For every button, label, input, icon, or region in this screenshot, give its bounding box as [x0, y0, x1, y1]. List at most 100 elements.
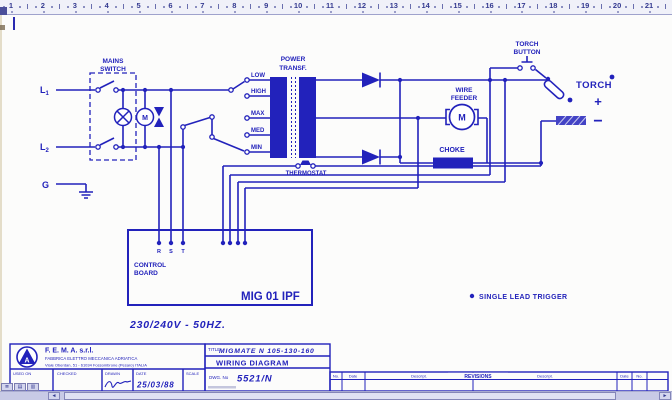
label-torch-button-1: TORCH [516, 41, 539, 48]
label-l1: L1 [40, 85, 50, 97]
rev-col-date-left: Date [349, 374, 358, 379]
label-control-board-2: BOARD [134, 270, 158, 277]
rev-col-descr-left: Descript. [411, 374, 427, 379]
ruler-tick [314, 4, 316, 9]
scrollbar-thumb[interactable] [64, 392, 616, 400]
scroll-left-button[interactable]: ◄ [48, 392, 60, 400]
ruler-number: 18 [549, 1, 558, 10]
rev-col-descr-right: Descript. [537, 374, 553, 379]
note-single-lead-trigger: SINGLE LEAD TRIGGER [479, 294, 568, 301]
smudge-text [208, 386, 236, 389]
ruler-tick [481, 6, 484, 8]
ruler-tick [537, 4, 539, 9]
ruler-tick [649, 11, 651, 13]
ruler-tick [274, 6, 277, 8]
transformer-secondary [299, 77, 316, 158]
horizontal-scrollbar[interactable]: ◄ ► [0, 391, 672, 400]
ruler-tick [42, 11, 45, 13]
ruler-tick [449, 6, 452, 8]
ruler-tick [401, 6, 404, 8]
ruler-tick [393, 11, 396, 13]
ruler-tick [369, 6, 372, 8]
label-drawn: DRAWN [105, 371, 120, 376]
view-normal-button[interactable]: ≣ [1, 383, 13, 391]
ruler-tick [27, 4, 28, 9]
label-torch-plus: + [594, 94, 602, 109]
ruler-tick [473, 4, 475, 9]
ruler-tick [593, 6, 596, 8]
ruler-tick [377, 4, 379, 9]
label-terminal-t: T [181, 249, 185, 255]
ruler-tick [417, 6, 420, 8]
label-tap-min: MIN [251, 145, 262, 151]
ruler-tick [82, 6, 85, 8]
ruler-tick [665, 4, 666, 9]
ruler-tick [186, 4, 188, 9]
label-feeder-motor-m: M [458, 113, 466, 123]
ruler-tick [553, 11, 556, 13]
ruler-tick [58, 4, 60, 9]
label-power-transf-2: TRANSF. [279, 65, 307, 72]
label-torch-button-2: BUTTON [514, 49, 541, 56]
ruler-tick [609, 6, 612, 8]
label-used-on: USED ON [13, 371, 31, 376]
ruler-number: 4 [104, 1, 109, 10]
ruler-tick [258, 6, 261, 8]
ruler-number: 10 [293, 1, 303, 10]
svg-text:A: A [24, 358, 29, 365]
ruler-tick [194, 6, 197, 8]
ruler-tick [306, 6, 309, 8]
ruler-tick [385, 6, 388, 8]
ruler-indent-marker[interactable] [0, 7, 7, 15]
label-terminal-s: S [169, 249, 173, 255]
company-subname: FABBRICA ELETTRO MECCANICA ADRIATICA [45, 356, 137, 361]
label-wire-feeder-1: WIRE [456, 87, 474, 94]
ruler-number: 8 [232, 1, 237, 10]
scroll-right-button[interactable]: ► [659, 392, 671, 400]
ruler-tick [330, 11, 332, 13]
ruler-number: 19 [581, 1, 590, 10]
label-tap-max: MAX [251, 111, 264, 117]
ruler-tick [282, 4, 284, 9]
ruler-number: 2 [40, 1, 45, 10]
ruler-tick [657, 6, 659, 8]
trigger-note-bullet [469, 293, 475, 299]
label-torch: TORCH [576, 80, 612, 91]
ruler-tick [226, 6, 229, 8]
view-outline-button[interactable]: ▥ [27, 383, 39, 391]
fan-motor-icon [135, 107, 164, 127]
ruler-tick [218, 4, 220, 9]
transformer-primary [270, 77, 287, 158]
ruler-tick [338, 6, 340, 8]
ruler-tick [409, 4, 411, 9]
ruler-tick [529, 6, 532, 8]
ruler-tick [641, 6, 644, 8]
ruler-number: 11 [326, 1, 334, 10]
ruler-number: 12 [357, 1, 367, 10]
label-tap-high: HIGH [251, 89, 266, 95]
view-mode-buttons: ≣ ▤ ▥ [1, 383, 39, 391]
ruler-tick [138, 11, 141, 13]
revisions-title: REVISIONS [464, 374, 492, 380]
ruler-tick [122, 4, 124, 9]
label-board-model: MIG 01 IPF [241, 291, 300, 303]
ruler-tick [425, 11, 428, 13]
wire-feeder-motor-icon [448, 103, 476, 131]
switch-contacts [95, 65, 536, 169]
torch-icon [543, 79, 565, 100]
ruler-number: 13 [389, 1, 398, 10]
ruler-tick [441, 4, 443, 9]
ruler-tick [617, 11, 620, 13]
ruler-tick [505, 4, 507, 9]
ruler-number: 14 [421, 1, 430, 10]
label-dwg-no: DWG. No [209, 375, 229, 380]
ruler-tick [250, 4, 252, 9]
ruler-tick [162, 6, 165, 8]
ruler-number: 5 [136, 1, 141, 10]
view-layout-button[interactable]: ▤ [14, 383, 26, 391]
ruler-tick [569, 4, 571, 9]
circuit-wiring [56, 56, 556, 243]
ruler-tick [585, 11, 588, 13]
ruler-tick [625, 6, 628, 8]
label-scale: SCALE [186, 371, 199, 376]
